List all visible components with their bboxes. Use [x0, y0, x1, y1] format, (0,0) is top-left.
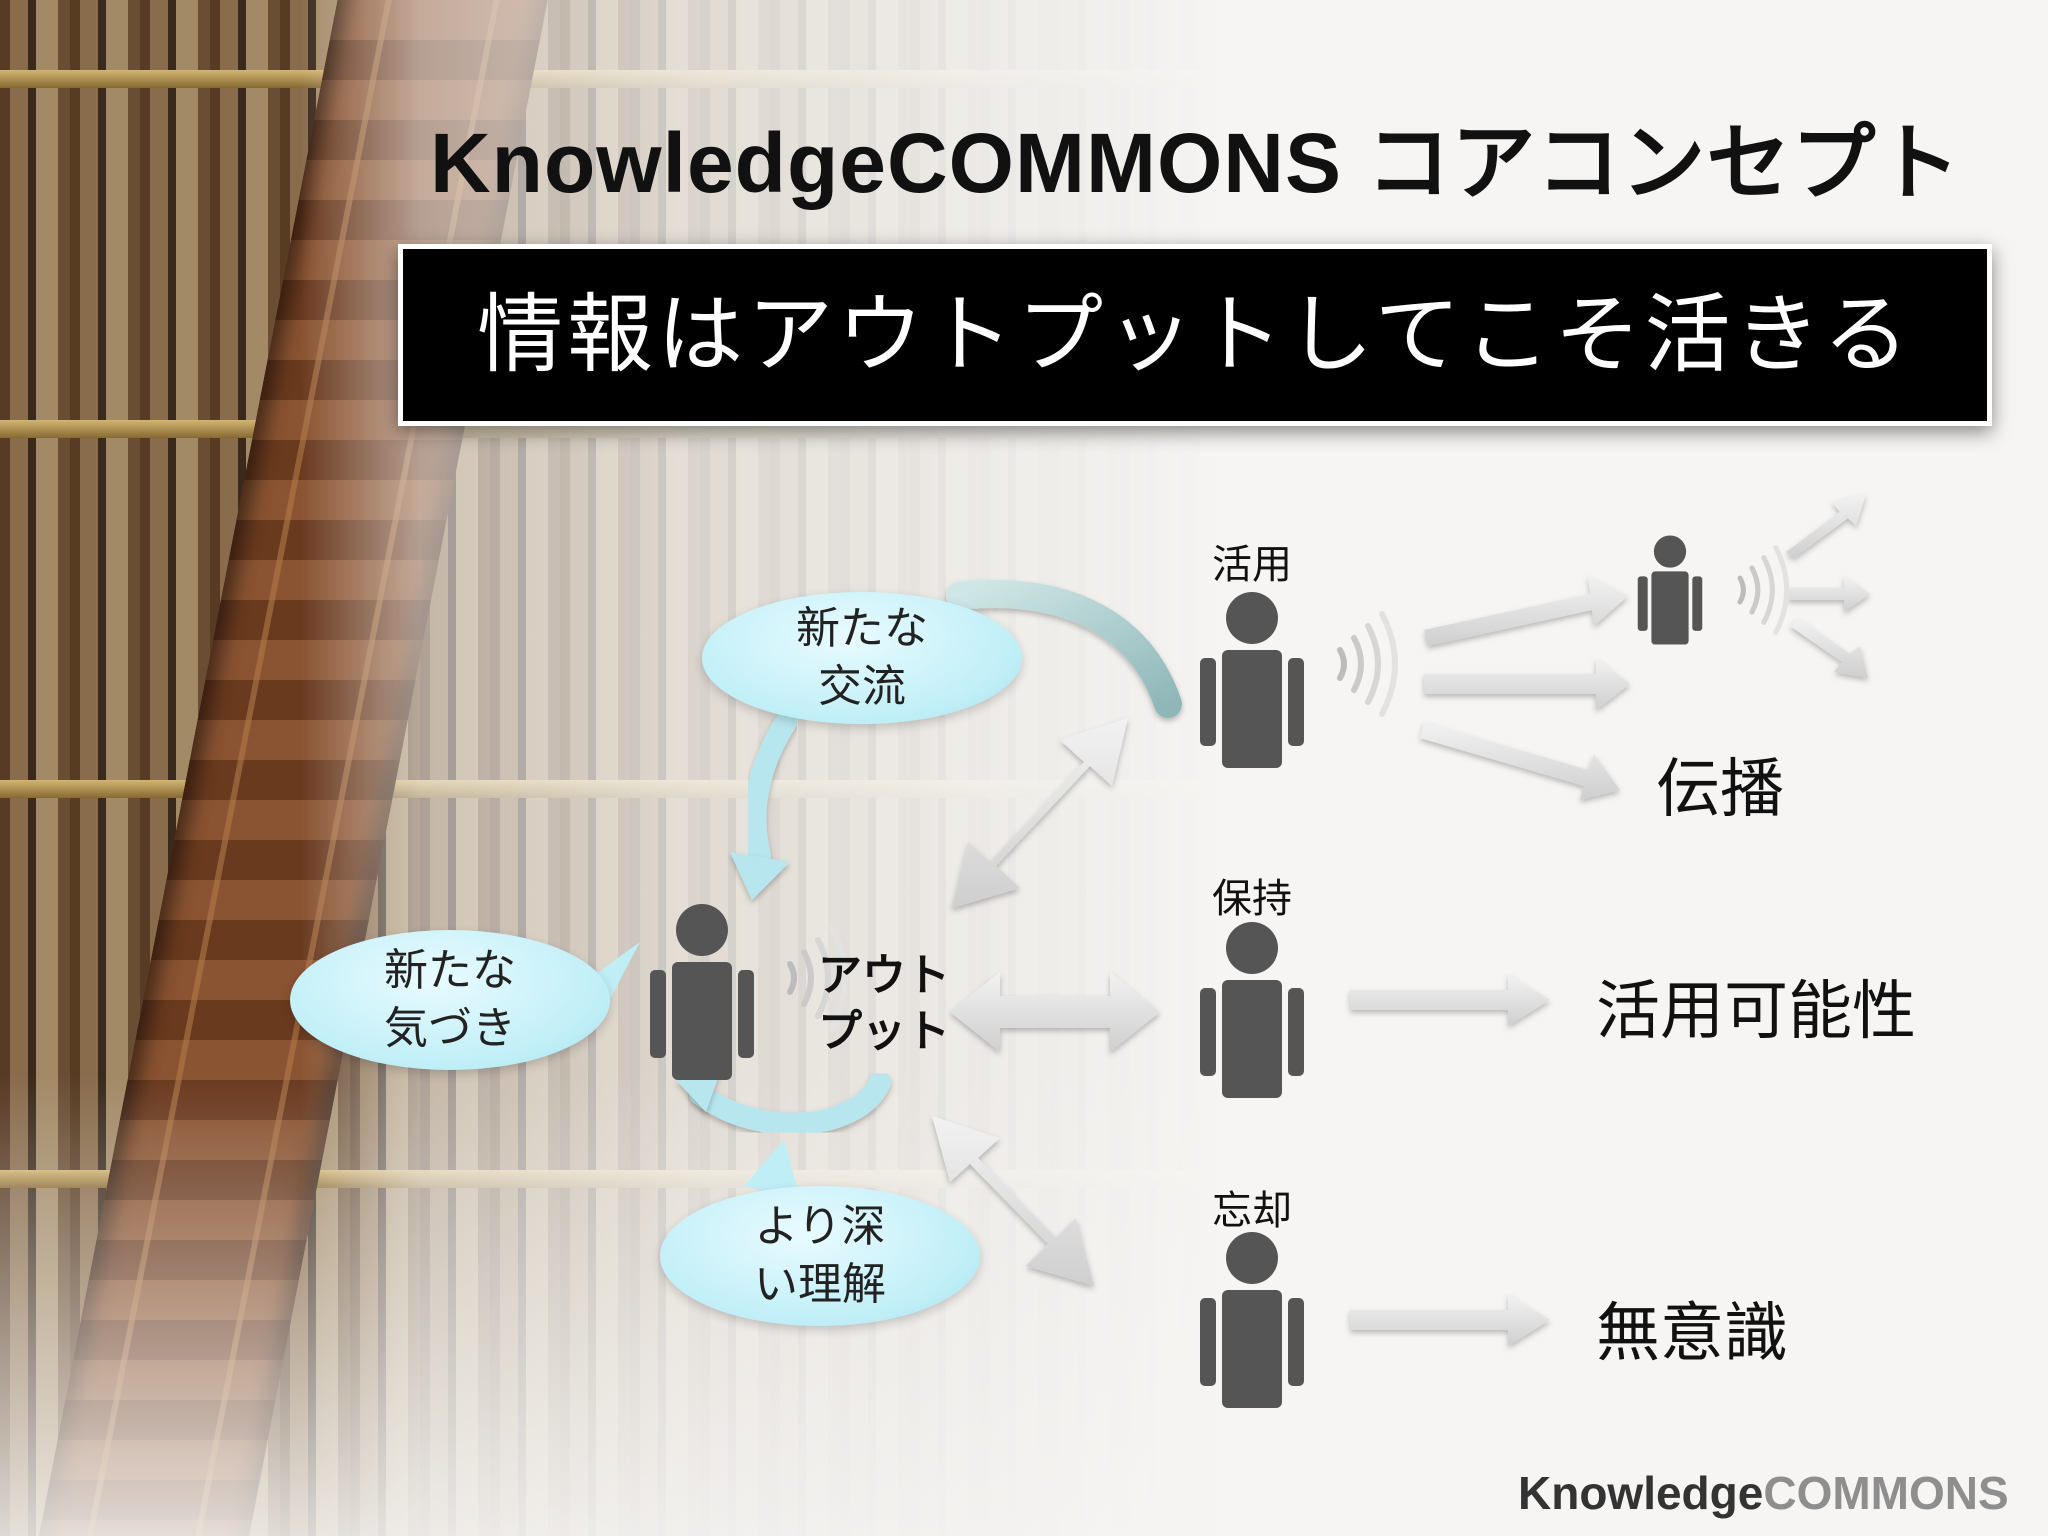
new-awareness-line2: 気づき [384, 1003, 516, 1054]
new-awareness-line1: 新たな [384, 945, 516, 996]
arrow-to-hoji [950, 972, 1160, 1052]
exchange-curve-arrow [946, 580, 1182, 718]
concept-banner: 情報はアウトプットしてこそ活きる [398, 244, 1992, 426]
arrow-to-muishiki [1350, 1294, 1550, 1346]
output-label-line2: プット [818, 1006, 950, 1057]
arrow-to-kanousei [1350, 974, 1550, 1026]
spread-arrows [1420, 576, 1630, 800]
muishiki-label: 無意識 [1596, 1297, 1788, 1371]
footer-knowledge: Knowledge [1518, 1467, 1764, 1519]
output-label: アウト プット [818, 948, 950, 1060]
arrow-to-boukyaku [932, 1116, 1094, 1286]
new-exchange-bubble: 新たな 交流 [702, 592, 1022, 724]
new-exchange-line1: 新たな [796, 603, 928, 654]
footer-commons: COMMONS [1763, 1467, 2009, 1519]
boukyaku-label: 忘却 [1212, 1188, 1292, 1234]
deeper-understanding-line2: い理解 [754, 1259, 886, 1310]
waves-katsuyou-icon [1340, 614, 1395, 714]
person-hoji-icon [1200, 922, 1304, 1098]
arrow-to-katsuyou [952, 718, 1128, 908]
footer-logo: KnowledgeCOMMONS [1518, 1466, 2009, 1520]
person-boukyaku-icon [1200, 1232, 1304, 1408]
waves-small-icon [1740, 548, 1787, 633]
person-katsuyou-icon [1200, 592, 1304, 768]
understanding-loop-arrow [689, 1071, 891, 1135]
katsuyou-label: 活用 [1212, 542, 1292, 588]
slide-title: KnowledgeCOMMONS コアコンセプト [430, 116, 1962, 210]
denpan-label: 伝播 [1656, 753, 1784, 827]
output-label-line1: アウト [818, 950, 950, 1001]
small-fan-arrows [1786, 494, 1870, 678]
katsuyou-kanousei-label: 活用可能性 [1596, 975, 1916, 1049]
exchange-to-self-arrow [744, 705, 801, 867]
new-exchange-line2: 交流 [818, 661, 906, 712]
person-small-icon [1637, 535, 1703, 645]
understanding-bubble-tail [744, 1140, 800, 1198]
hoji-label: 保持 [1212, 876, 1292, 922]
deeper-understanding-line1: より深 [754, 1201, 886, 1252]
deeper-understanding-bubble: より深 い理解 [660, 1186, 980, 1326]
person-self-icon [650, 904, 754, 1080]
new-awareness-bubble: 新たな 気づき [290, 930, 610, 1070]
